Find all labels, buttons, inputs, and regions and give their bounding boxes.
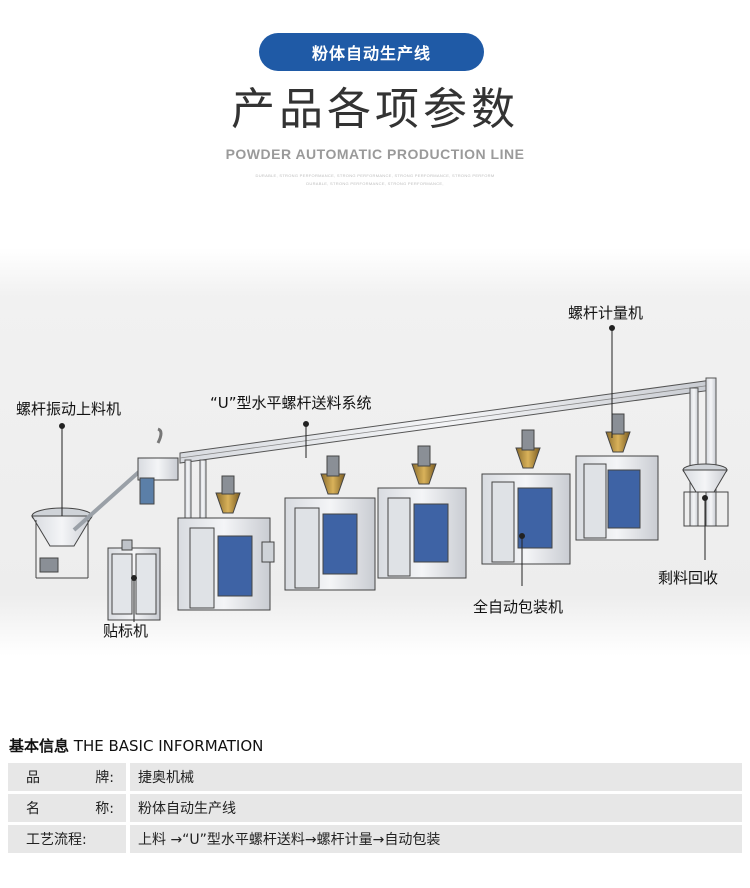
page-subtitle: POWDER AUTOMATIC PRODUCTION LINE [225, 146, 525, 162]
info-key-process: 工艺流程: [8, 825, 130, 853]
label-labeling-machine: 贴标机 [103, 622, 149, 640]
page-title: 产品各项参数 [231, 84, 519, 135]
table-row: 品牌: 捷奥机械 [8, 763, 742, 791]
production-line-diagram [31, 325, 729, 622]
table-row: 名称: 粉体自动生产线 [8, 794, 742, 822]
info-value-name: 粉体自动生产线 [130, 794, 742, 822]
info-heading: 基本信息 THE BASIC INFORMATION [9, 735, 263, 756]
label-material-recovery: 剩料回收 [658, 569, 719, 587]
info-heading-cn: 基本信息 [9, 737, 70, 755]
decorative-fine-text-2: DURABLE, STRONG PERFORMANCE, STRONG PERF… [306, 181, 444, 186]
material-recovery-unit [682, 463, 729, 527]
label-u-screw-conveyor: “U”型水平螺杆送料系统 [210, 394, 372, 412]
info-value-process: 上料 →“U”型水平螺杆送料→螺杆计量→自动包装 [130, 825, 742, 853]
packing-machines [177, 413, 659, 611]
callout-lines [59, 325, 708, 622]
info-key-brand: 品牌: [8, 763, 130, 791]
table-row: 工艺流程: 上料 →“U”型水平螺杆送料→螺杆计量→自动包装 [8, 825, 742, 853]
info-key-name: 名称: [8, 794, 130, 822]
label-screw-dosing-machine: 螺杆计量机 [568, 304, 644, 322]
section-badge: 粉体自动生产线 [259, 33, 484, 71]
decorative-fine-text-1: DURABLE, STRONG PERFORMANCE, STRONG PERF… [255, 173, 495, 178]
label-auto-packing-machine: 全自动包装机 [473, 598, 564, 616]
info-table: 品牌: 捷奥机械 名称: 粉体自动生产线 工艺流程: 上料 →“U”型水平螺杆送… [8, 760, 742, 856]
label-screw-vibration-feeder: 螺杆振动上料机 [16, 400, 122, 418]
info-value-brand: 捷奥机械 [130, 763, 742, 791]
info-heading-en: THE BASIC INFORMATION [73, 737, 264, 755]
labeling-machine [107, 539, 161, 621]
